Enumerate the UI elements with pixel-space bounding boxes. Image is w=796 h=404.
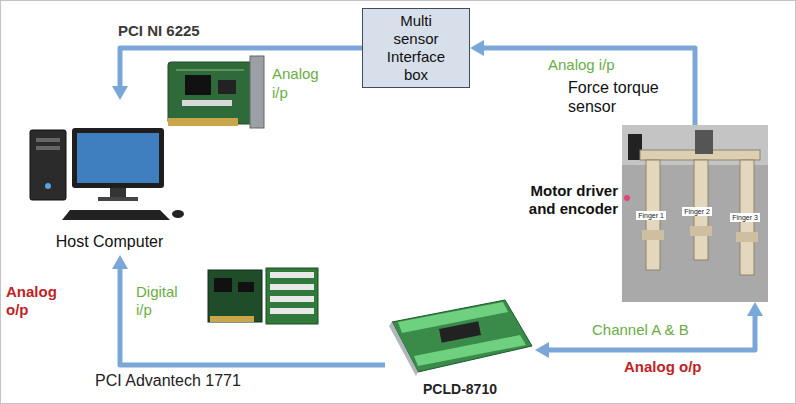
connector-line: [545, 312, 755, 350]
host-computer: Host Computer: [12, 100, 207, 255]
signal-label: Digital i/p: [136, 283, 192, 319]
finger-label: Finger 1: [636, 211, 666, 220]
signal-name: Analog o/p: [624, 358, 702, 375]
device-label: PCLD-8710: [385, 381, 535, 397]
connector-arrow: [112, 255, 385, 365]
device-label: Host Computer: [12, 233, 207, 251]
connector-arrow: [535, 302, 763, 358]
finger-label: Finger 2: [682, 207, 712, 216]
sensor-label: Force torque sensor: [568, 78, 680, 116]
terminal-board-image: [389, 300, 532, 376]
component-label: Motor driver and encoder: [508, 182, 618, 218]
signal-name: Analog o/p: [6, 283, 56, 319]
connector-arrow: [112, 48, 362, 100]
arrow-head: [112, 255, 128, 269]
connector-line: [120, 265, 385, 365]
card-name: PCI NI 6225: [118, 22, 200, 39]
card-name: PCI Advantech 1771: [95, 372, 241, 390]
connector-line: [120, 48, 362, 90]
arrow-head: [470, 40, 484, 56]
robot-hand-photo: [622, 125, 768, 302]
terminal-board: PCLD-8710: [385, 298, 535, 400]
finger-label: Finger 3: [730, 213, 760, 222]
arrow-head: [747, 302, 763, 316]
arrow-head: [112, 86, 128, 100]
signal-label: Channel A & B: [592, 321, 689, 338]
signal-label: Analog i/p: [272, 64, 330, 102]
signal-label: Analog i/p: [548, 56, 615, 73]
computer-image: [30, 128, 184, 220]
dio-card-image: [208, 268, 318, 324]
interface-box: Multi sensor Interface box: [362, 8, 470, 88]
box-label: Multi sensor Interface box: [377, 12, 455, 84]
arrow-head: [535, 342, 549, 358]
daq-card-image: [168, 56, 264, 128]
connector-line: [480, 48, 695, 125]
connector-arrow: [470, 40, 695, 125]
